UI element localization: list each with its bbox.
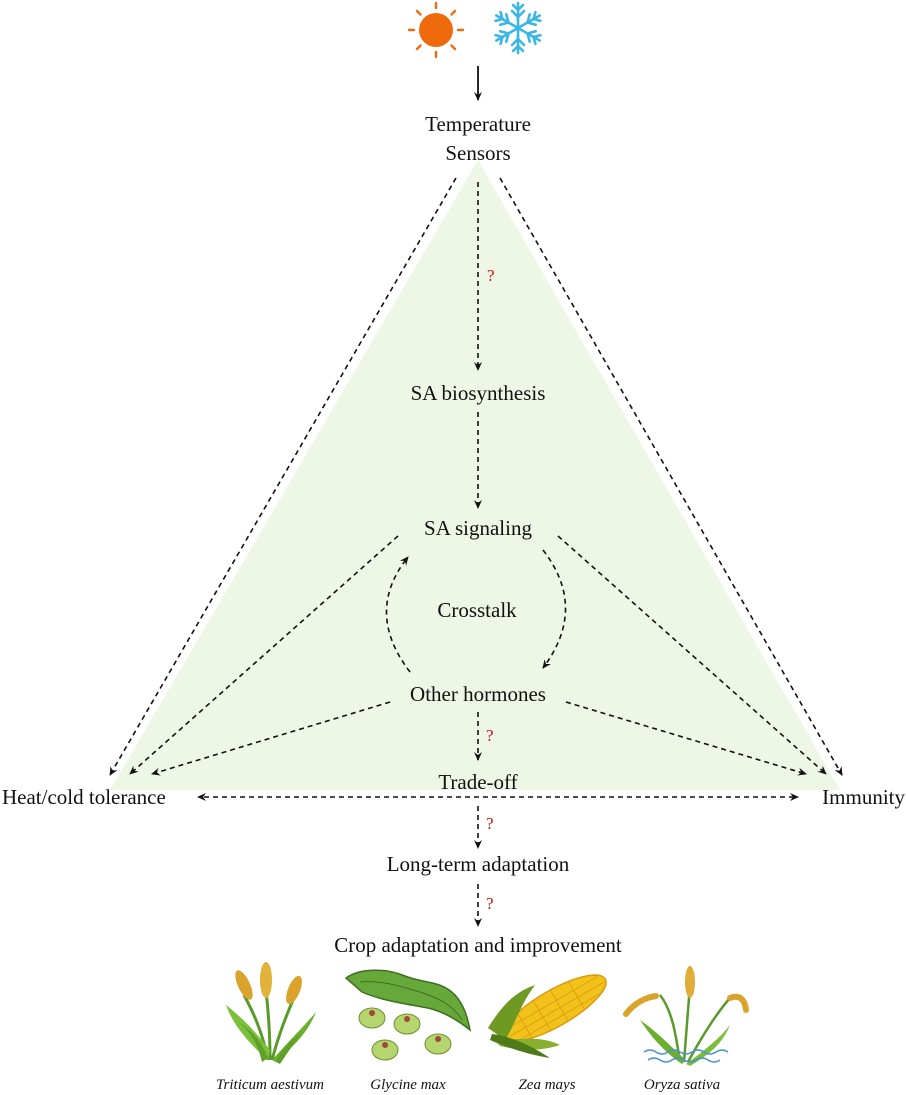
wheat-icon — [226, 962, 316, 1064]
crosstalk-label: Crosstalk — [437, 598, 517, 622]
sa-signaling-label: SA signaling — [424, 516, 532, 540]
crosstalk-arrow-up — [385, 556, 411, 673]
arrow-sensors-to-tolerance — [109, 177, 457, 776]
soybean-icon — [344, 969, 472, 1061]
other-hormones-label: Other hormones — [410, 682, 546, 706]
heat-cold-tolerance-label: Heat/cold tolerance — [2, 785, 166, 809]
question-mark-tradeoff: ? — [486, 814, 494, 833]
species-label-corn: Zea mays — [518, 1077, 575, 1093]
sa-biosynthesis-label: SA biosynthesis — [411, 381, 546, 405]
question-mark-sensors: ? — [487, 266, 495, 285]
corn-icon — [488, 974, 607, 1058]
question-mark-hormones: ? — [486, 726, 494, 745]
long-term-adaptation-label: Long-term adaptation — [387, 852, 570, 876]
arrow-hormones-to-immunity — [565, 701, 807, 776]
arrow-signaling-to-immunity — [557, 535, 827, 775]
arrow-signaling-to-tolerance — [129, 535, 399, 775]
arrow-sensors-to-immunity — [499, 177, 843, 776]
species-label-wheat: Triticum aestivum — [216, 1077, 324, 1093]
crop-adaptation-label: Crop adaptation and improvement — [334, 933, 622, 957]
crosstalk-arrow-down — [542, 549, 567, 669]
arrow-hormones-to-tolerance — [151, 701, 391, 776]
question-mark-adaptation: ? — [486, 894, 494, 913]
sun-icon — [407, 1, 465, 59]
immunity-label: Immunity — [822, 785, 905, 809]
species-label-soybean: Glycine max — [370, 1077, 446, 1093]
triangle-background — [110, 160, 840, 790]
temperature-sensors-label-line1: Temperature — [425, 112, 531, 136]
temperature-sensors-label-line2: Sensors — [445, 141, 510, 165]
snowflake-icon — [492, 1, 544, 55]
species-label-rice: Oryza sativa — [644, 1077, 720, 1093]
rice-icon — [623, 966, 749, 1066]
trade-off-label: Trade-off — [438, 770, 517, 794]
